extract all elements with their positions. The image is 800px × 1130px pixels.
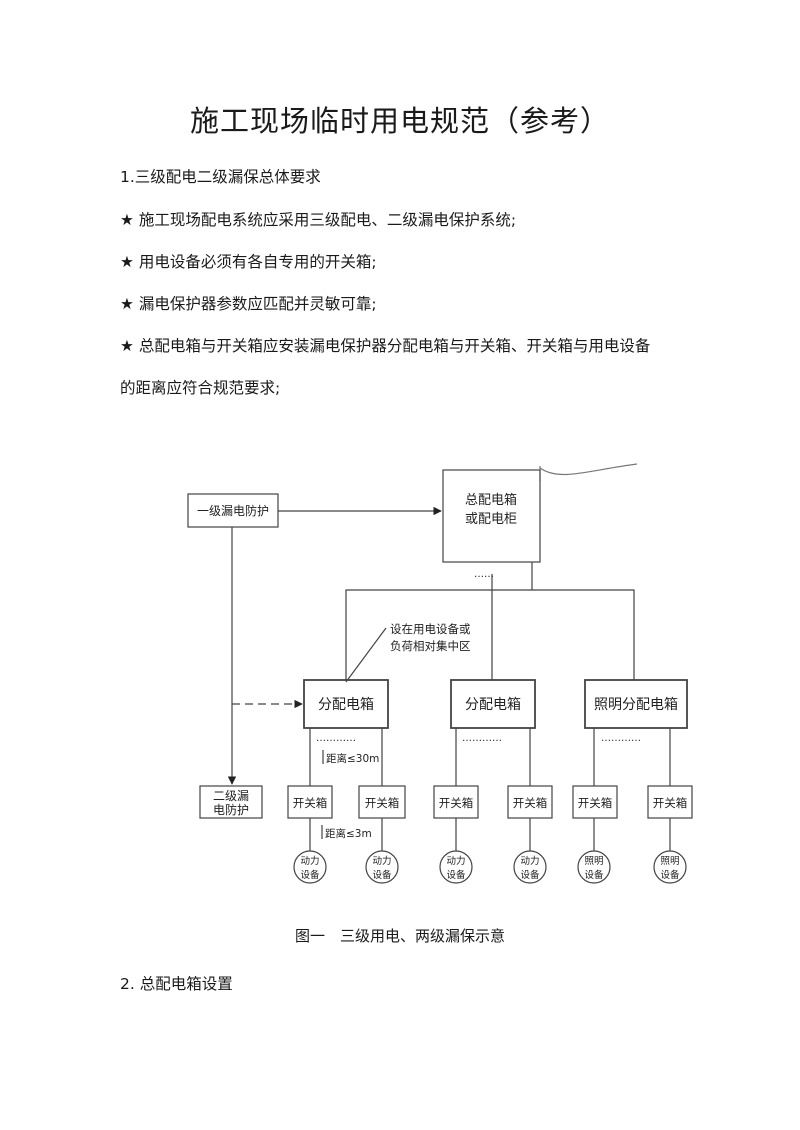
lighting-distribution-box — [584, 679, 688, 729]
device-label: 设备 — [584, 869, 604, 881]
device-label: 照明 — [660, 856, 679, 867]
device-label: 设备 — [446, 869, 466, 881]
level1-label: 一级漏电防护 — [197, 503, 269, 518]
switch-box-label: 开关箱 — [578, 796, 613, 810]
dots-3: ………… — [601, 733, 641, 744]
switch-box-label: 开关箱 — [293, 796, 328, 810]
level2-protection-box — [199, 785, 263, 819]
requirement-item: ★ 总配电箱与开关箱应安装漏电保护器分配电箱与开关箱、开关箱与用电设备 — [120, 337, 651, 355]
lighting-box-label: 照明分配电箱 — [594, 697, 678, 713]
device-label: 动力 — [300, 855, 319, 867]
device-label: 动力 — [520, 855, 539, 867]
switch-box-label: 开关箱 — [439, 796, 474, 810]
device-label: 动力 — [372, 855, 391, 867]
main-distribution-box — [442, 469, 541, 563]
figure-caption: 图一 三级用电、两级漏保示意 — [294, 927, 505, 945]
distance-label-30m: 距离≤30m — [326, 752, 379, 765]
main-box-label-2: 或配电柜 — [465, 512, 517, 527]
device-label: 设备 — [520, 869, 540, 881]
device-label: 照明 — [584, 856, 603, 867]
requirement-item-continued: 的距离应符合规范要求; — [120, 379, 281, 397]
dots-2: ………… — [462, 733, 502, 744]
requirement-item: ★ 漏电保护器参数应匹配并灵敏可靠; — [120, 295, 377, 313]
device-label: 设备 — [372, 869, 392, 881]
requirement-item: ★ 用电设备必须有各自专用的开关箱; — [120, 253, 377, 271]
distribution-box-2 — [450, 679, 536, 729]
device-label: 设备 — [660, 869, 680, 881]
section-2-heading: 2. 总配电箱设置 — [120, 975, 233, 993]
page-title: 施工现场临时用电规范（参考） — [189, 104, 610, 138]
switch-box-label: 开关箱 — [513, 796, 548, 810]
note-line-2: 负荷相对集中区 — [390, 639, 471, 653]
dots-1: ………… — [316, 733, 356, 744]
level2-label-1: 二级漏 — [213, 789, 249, 803]
device-label: 设备 — [300, 869, 320, 881]
note-line-1: 设在用电设备或 — [390, 622, 471, 636]
main-box-dots: …… — [474, 569, 494, 580]
distribution-box-2-label: 分配电箱 — [465, 697, 521, 713]
device-label: 动力 — [446, 855, 465, 867]
distance-label-3m: 距离≤3m — [325, 827, 372, 840]
distribution-box-1-label: 分配电箱 — [318, 697, 374, 713]
switch-box-label: 开关箱 — [653, 796, 688, 810]
switch-box-label: 开关箱 — [365, 796, 400, 810]
distribution-box-1 — [303, 679, 389, 729]
section-1-heading: 1.三级配电二级漏保总体要求 — [120, 168, 321, 186]
level2-label-2: 电防护 — [213, 802, 249, 817]
requirement-item: ★ 施工现场配电系统应采用三级配电、二级漏电保护系统; — [120, 211, 517, 229]
main-box-label-1: 总配电箱 — [465, 492, 517, 508]
